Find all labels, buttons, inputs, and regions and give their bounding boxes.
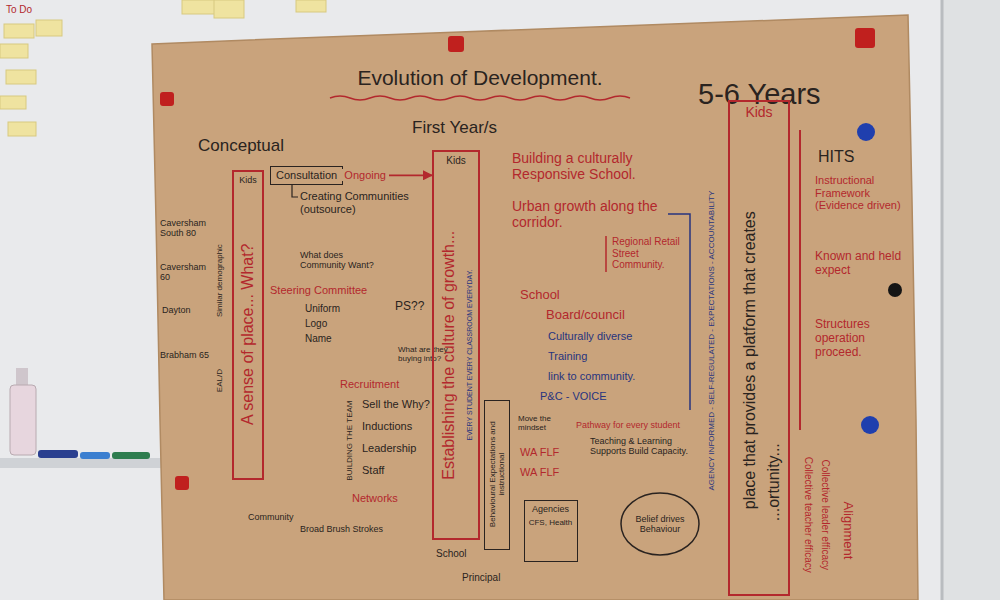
stage-band: Kids place that provides a platform that … [728,100,790,596]
handwritten-note: Broad Brush Strokes [300,524,410,534]
magnets [160,28,902,490]
handwritten-note: Training [548,350,628,363]
handwritten-note: Staff [362,464,422,477]
circle-outline [621,493,699,555]
marker-tray [0,450,170,468]
handwritten-note: Teaching & Learning Supports Build Capac… [590,436,702,457]
handwritten-note: Similar demographic [215,225,224,335]
edge-label: Ongoing [341,169,389,182]
board-frame [942,0,1000,600]
handwritten-note: Creating Communities (outsource) [300,190,425,215]
handwritten-note: Inductions [362,420,432,433]
title-underline [330,96,630,100]
handwritten-note: Alignment [841,485,856,575]
handwritten-note: Conceptual [198,136,308,156]
kraft-paper [152,15,918,600]
handwritten-note: School [520,288,580,303]
handwritten-note: Pathway for every student [576,420,700,430]
agency-box: AgenciesCFS, Health [524,500,578,562]
handwritten-note: Caversham 60 [160,262,210,283]
node-text: place that provides a platform that crea… [741,130,759,590]
handwritten-note: P&C - VOICE [540,390,650,403]
handwritten-note: Instructional Framework (Evidence driven… [815,174,907,212]
node-text: A sense of place... What? [239,194,257,474]
handwritten-note: Leadership [362,442,432,455]
handwritten-note: PS?? [395,300,431,314]
handwritten-note: Brabham 65 [160,350,210,360]
handwritten-note: What does Community Want? [300,250,390,271]
handwritten-note: Logo [305,318,365,330]
node-heading: Agencies [526,504,575,514]
board-edge [941,0,944,600]
handwritten-note: 5-6 Years [698,78,868,111]
handwritten-note: Culturally diverse [548,330,678,343]
handwritten-note: Dayton [162,305,210,315]
handwritten-note: Regional Retail Street Community. [612,236,682,271]
handwritten-note: Known and held expect [815,250,905,278]
handwritten-note: Uniform [305,303,365,315]
handwritten-note: Principal [462,572,522,584]
handwritten-note: Collective teacher efficacy [802,440,814,590]
node-heading: Kids [235,175,261,185]
handwritten-note: Recruitment [340,378,420,391]
node-heading: Behavioural Expectations and instruction… [487,404,505,544]
bracket [605,236,607,272]
handwritten-note: Move the mindset [518,414,568,432]
diagram-title: Evolution of Development. [310,66,650,90]
handwritten-note: Name [305,333,365,345]
column-line [799,130,801,430]
handwritten-note: Community [248,512,308,522]
node-heading: Kids [435,155,477,167]
sanitizer-bottle [10,368,36,455]
handwritten-note: AGENCY INFORMED - SELF-REGULATED - EXPEC… [707,120,716,560]
stage-band: Kids A sense of place... What? [232,170,264,480]
handwritten-note: Structures operation proceed. [815,318,905,359]
handwritten-note: WA FLF [520,446,570,459]
node-text: Establishing the culture of growth... [440,175,458,535]
handwritten-note: School [436,548,486,560]
handwritten-note: WA FLF [520,466,570,479]
handwritten-note: link to community. [548,370,678,383]
handwritten-note: HITS [818,148,878,166]
node-label: Belief drives Behaviour [629,514,691,535]
node-text: EVERY STUDENT EVERY CLASSROOM EVERYDAY. [466,175,474,535]
handwritten-note: Board/council [546,308,656,323]
handwritten-note: Urban growth along the corridor. [512,198,672,230]
handwritten-note: EAL/D [215,360,224,400]
handwritten-note: BUILDING THE TEAM [345,395,354,485]
handwritten-note: To Do [6,4,46,16]
handwritten-note: Caversham South 80 [160,218,210,239]
node-text: ...ortunity... [765,382,783,582]
node-heading: Kids [731,104,787,120]
handwritten-note: Sell the Why? [362,398,432,411]
branch-line [292,184,298,197]
handwritten-note: Building a culturally Responsive School. [512,150,672,182]
handwritten-note: Collective leader efficacy [819,440,831,590]
node-text: CFS, Health [526,518,575,527]
process-box: Consultation [270,166,343,185]
handwritten-note: Networks [352,492,422,505]
side-band: Behavioural Expectations and instruction… [484,400,510,550]
node-label: Consultation [276,169,337,182]
stage-band: KidsEstablishing the culture of growth..… [432,150,480,540]
belief-circle: Belief drives Behaviour [620,492,700,556]
handwritten-note: First Year/s [412,118,532,138]
handwritten-note: Steering Committee [270,284,390,297]
